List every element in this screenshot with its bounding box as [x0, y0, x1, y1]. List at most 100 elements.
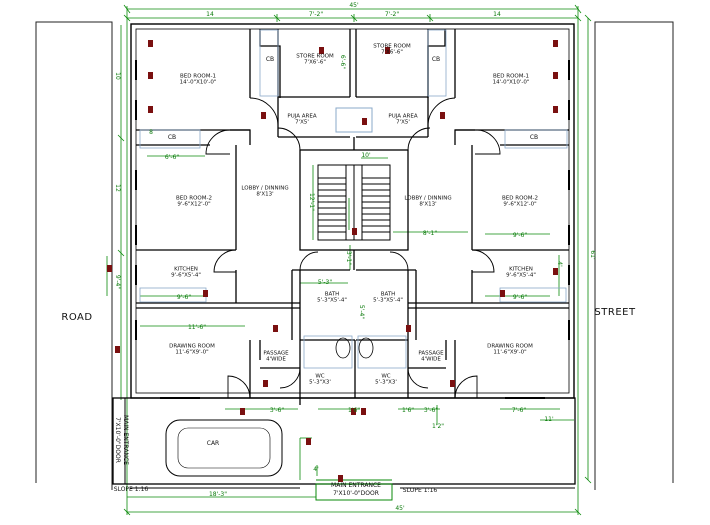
dim-stair-h: 12'-1"	[308, 192, 315, 212]
room-name: KITCHEN	[509, 266, 533, 273]
room-size: 5'-3"X3'	[375, 379, 397, 385]
room-size: 9'-6"X12'-0"	[177, 201, 211, 207]
dim-left-9: 9'-4"	[114, 274, 121, 290]
room-name: BATH	[380, 291, 396, 298]
dim-top-14-right: 14	[493, 11, 501, 18]
dim-bed2r-w: 9'-6"	[512, 232, 528, 239]
room-size: 14'-0"X10'-0"	[179, 79, 217, 85]
side-entrance-label: MAIN ENTRANCE	[122, 415, 129, 465]
room-label-wc-right: WC 5'-3"X3'	[375, 374, 397, 386]
room-size: 9'-6"X5'-4"	[506, 272, 536, 278]
dim-kitchen-right-w: 9'-6"	[512, 294, 528, 301]
cb-label: CB	[265, 56, 275, 63]
site-boundary	[35, 21, 674, 490]
room-label-bed1-left: BED ROOM-1 14'-0"X10'-0"	[179, 73, 217, 86]
room-size: 11'-6"X9'-0"	[175, 349, 209, 355]
room-name: WC	[315, 373, 325, 380]
room-size: 7'X6'-6"	[381, 49, 403, 55]
dim-bottom-1-6-right: 1'6"	[401, 407, 415, 414]
dim-top-7-right: 7'-2"	[384, 11, 400, 18]
room-label-wc-left: WC 5'-3"X3'	[309, 373, 331, 386]
slope-label-left: SLOPE 1:16	[113, 486, 149, 493]
cb-label: CB	[431, 56, 441, 63]
room-size: 5'-3"X5'-4"	[373, 297, 403, 303]
dim-kitchen-left-w: 9'-6"	[176, 294, 192, 301]
room-name: LOBBY / DINNING	[404, 195, 452, 202]
wc-fixtures	[335, 337, 374, 359]
room-label-kitchen-right: KITCHEN 9'-6"X5'-4"	[506, 266, 536, 279]
room-label-drawing-right: DRAWING ROOM 11'-6"X9'-0"	[487, 343, 533, 356]
door-markers	[107, 40, 558, 482]
dim-bottom-3-6-left: 3'-6"	[269, 407, 285, 414]
dim-left-12: 12	[114, 184, 121, 192]
room-name: LOBBY / DINNING	[241, 185, 289, 192]
room-label-kitchen-left: KITCHEN 9'-6"X5'-4"	[171, 266, 201, 279]
room-size: 5'-3"X3'	[309, 379, 331, 385]
cb-label: CB	[529, 134, 539, 141]
dim-top-14-left: 14	[206, 11, 214, 18]
dim-bottom-18-3: 18'-3"	[208, 491, 228, 498]
slope-label-right: SLOPE 1:16	[402, 487, 438, 494]
room-label-passage-right: PASSAGE 4'WIDE	[418, 350, 444, 363]
room-label-lobby-right: LOBBY / DINNING 8'X13'	[404, 195, 452, 208]
dim-bottom-total: 45'	[395, 505, 405, 512]
dim-lobby-r: 8'-1"	[422, 230, 438, 237]
room-label-store-right: STORE ROOM 7'X6'-6"	[373, 43, 411, 56]
room-name: PUJA AREA	[287, 113, 317, 120]
dim-bottom-1-6-left: 1'6"	[347, 407, 361, 414]
side-entrance-door-label: 7'X10'-0"DOOR	[114, 417, 121, 463]
room-name: BED ROOM-1	[180, 73, 216, 80]
room-size: 4'WIDE	[266, 356, 286, 362]
room-size: 9'-6"X12'-0"	[503, 201, 537, 207]
interior-walls-left	[136, 29, 355, 405]
door-swings	[205, 97, 501, 399]
room-name: DRAWING ROOM	[487, 343, 533, 350]
room-size: 7'X6'-6"	[304, 59, 326, 65]
dim-stair-gap: 3'-1"	[345, 250, 352, 266]
room-label-puja-left: PUJA AREA 7'X5'	[287, 113, 317, 126]
room-label-bath-left: BATH 5'-3"X5'-4"	[317, 292, 347, 304]
room-name: PASSAGE	[418, 350, 444, 357]
cb-boxes	[139, 29, 568, 369]
room-name: KITCHEN	[174, 266, 198, 273]
room-size: 8'X13'	[256, 191, 274, 197]
room-name: STORE ROOM	[296, 53, 334, 60]
room-label-bed2-right: BED ROOM-2 9'-6"X12'-0"	[502, 196, 538, 208]
street-label: STREET	[594, 307, 636, 318]
dim-stair-w: 10'	[361, 152, 371, 159]
room-label-bed2-left: BED ROOM-2 9'-6"X12'-0"	[176, 195, 212, 208]
room-name: STORE ROOM	[373, 43, 411, 50]
room-label-bath-right: BATH 5'-3"X5'-4"	[373, 291, 403, 304]
dim-bed2-w: 6'-6"	[164, 154, 180, 161]
room-name: PUJA AREA	[388, 113, 418, 120]
dim-bottom-4: 4'	[313, 466, 319, 473]
room-size: 14'-0"X10'-0"	[492, 79, 530, 85]
dimension-ticks	[117, 4, 592, 516]
road-label: ROAD	[61, 312, 93, 323]
dim-bottom-1-2: 1'2"	[431, 423, 445, 430]
room-label-lobby-left: LOBBY / DINNING 8'X13'	[241, 185, 289, 198]
staircase	[299, 107, 409, 398]
room-name: BED ROOM-1	[493, 73, 529, 80]
dim-bath-h: 5'-4"	[358, 304, 365, 320]
room-label-drawing-left: DRAWING ROOM 11'-6"X9'-0"	[169, 344, 215, 356]
room-size: 8'X13'	[419, 201, 437, 207]
car-label: CAR	[206, 440, 220, 447]
dim-drawing-w: 11'-6"	[187, 324, 207, 331]
interior-walls-right	[355, 29, 569, 398]
room-label-passage-left: PASSAGE 4'WIDE	[263, 350, 289, 363]
room-label-bed1-right: BED ROOM-1 14'-0"X10'-0"	[492, 73, 530, 86]
room-size: 7'X5'	[295, 119, 309, 125]
dim-left-10: 10	[114, 72, 121, 80]
room-size: 9'-6"X5'-4"	[171, 272, 201, 278]
dim-bottom-3-6-right: 3'-6"	[423, 407, 439, 414]
cb-label: CB	[167, 134, 177, 141]
main-entrance-label: MAIN ENTRANCE	[331, 482, 381, 489]
room-name: PASSAGE	[263, 350, 289, 357]
room-size: 5'-3"X5'-4"	[317, 297, 347, 303]
dim-left-4: 4'	[556, 261, 563, 267]
room-size: 7'X5'	[396, 119, 410, 125]
room-name: BED ROOM-2	[176, 195, 212, 202]
room-label-puja-right: PUJA AREA 7'X5'	[388, 113, 418, 126]
